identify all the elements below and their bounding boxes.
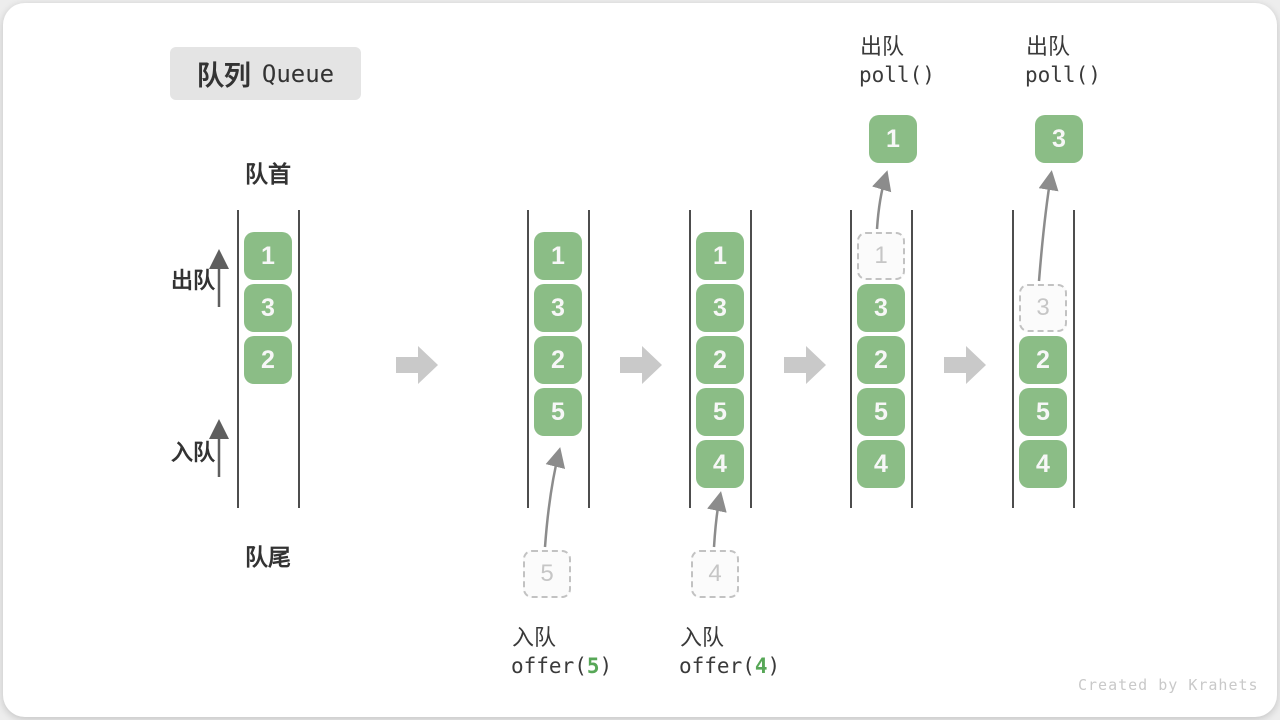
removed-element: 3 bbox=[1019, 284, 1067, 332]
popped-element: 3 bbox=[1035, 115, 1083, 163]
queue-element: 3 bbox=[534, 284, 582, 332]
queue-element: 1 bbox=[696, 232, 744, 280]
enqueue-op-code: offer(5) bbox=[511, 654, 612, 678]
enqueue-op-label: 入队 bbox=[680, 625, 725, 650]
queue-wall bbox=[850, 210, 852, 508]
dequeue-op-label: 出队 bbox=[1026, 34, 1071, 59]
code-pre: offer( bbox=[511, 654, 587, 678]
pending-element: 5 bbox=[523, 550, 571, 598]
queue-wall bbox=[237, 210, 239, 508]
queue-element: 5 bbox=[857, 388, 905, 436]
code-post: ) bbox=[767, 654, 781, 678]
pending-element: 4 bbox=[691, 550, 739, 598]
queue-element: 1 bbox=[244, 232, 292, 280]
title-en: Queue bbox=[261, 59, 335, 88]
enqueue-side-label: 入队 bbox=[170, 440, 215, 465]
code-arg: 5 bbox=[586, 654, 600, 678]
queue-element: 5 bbox=[696, 388, 744, 436]
queue-wall bbox=[1012, 210, 1014, 508]
queue-element: 2 bbox=[1019, 336, 1067, 384]
dequeue-op-label: 出队 bbox=[860, 34, 905, 59]
queue-element: 3 bbox=[244, 284, 292, 332]
queue-front-label: 队首 bbox=[245, 161, 291, 187]
queue-element: 1 bbox=[534, 232, 582, 280]
popped-element: 1 bbox=[869, 115, 917, 163]
queue-element: 2 bbox=[857, 336, 905, 384]
queue-wall bbox=[911, 210, 913, 508]
queue-element: 2 bbox=[244, 336, 292, 384]
queue-element: 5 bbox=[1019, 388, 1067, 436]
title-zh: 队列 bbox=[196, 61, 251, 91]
watermark: Created by Krahets bbox=[1078, 676, 1259, 694]
diagram-card bbox=[3, 3, 1277, 717]
dequeue-side-label: 出队 bbox=[170, 268, 215, 293]
queue-element: 4 bbox=[696, 440, 744, 488]
code-arg: 4 bbox=[754, 654, 768, 678]
code-pre: offer( bbox=[679, 654, 755, 678]
queue-element: 2 bbox=[534, 336, 582, 384]
title-box: 队列 Queue bbox=[170, 47, 361, 100]
queue-wall bbox=[750, 210, 752, 508]
code-post: ) bbox=[599, 654, 613, 678]
queue-wall bbox=[1073, 210, 1075, 508]
dequeue-op-code: poll() bbox=[859, 63, 935, 87]
queue-element: 4 bbox=[1019, 440, 1067, 488]
queue-element: 4 bbox=[857, 440, 905, 488]
queue-wall bbox=[588, 210, 590, 508]
queue-wall bbox=[298, 210, 300, 508]
queue-element: 3 bbox=[857, 284, 905, 332]
queue-wall bbox=[689, 210, 691, 508]
enqueue-op-code: offer(4) bbox=[679, 654, 780, 678]
queue-element: 3 bbox=[696, 284, 744, 332]
queue-wall bbox=[527, 210, 529, 508]
queue-rear-label: 队尾 bbox=[245, 544, 291, 570]
enqueue-op-label: 入队 bbox=[512, 625, 557, 650]
dequeue-op-code: poll() bbox=[1025, 63, 1101, 87]
queue-element: 5 bbox=[534, 388, 582, 436]
queue-element: 2 bbox=[696, 336, 744, 384]
removed-element: 1 bbox=[857, 232, 905, 280]
